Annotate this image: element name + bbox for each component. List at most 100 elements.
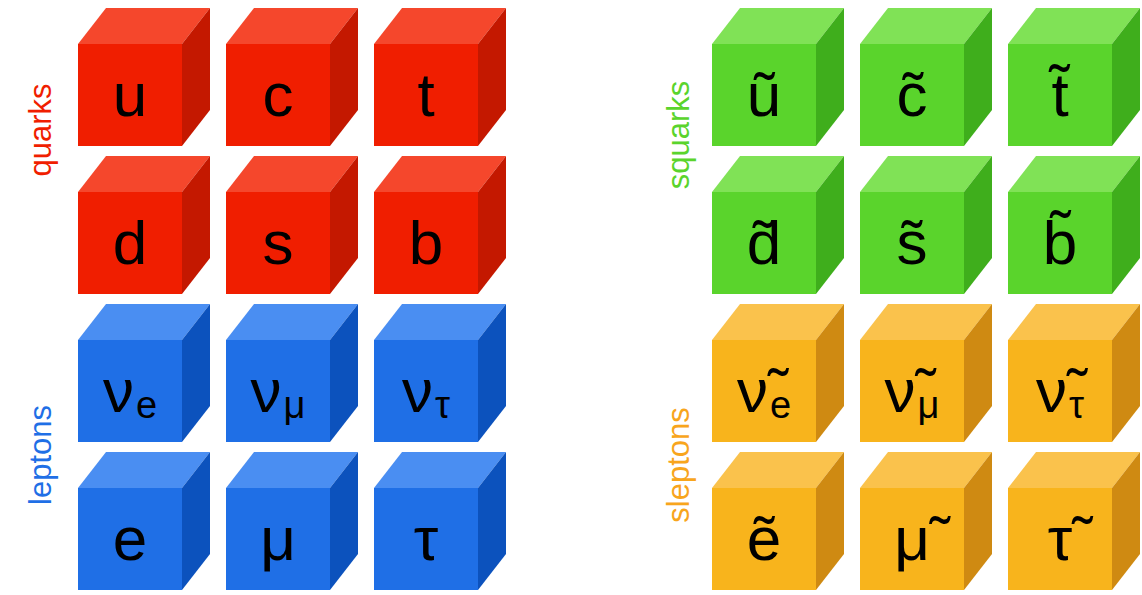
- particle-symbol: s: [263, 212, 294, 274]
- squark-cube: ũ: [712, 8, 844, 146]
- slepton-cube: ẽ: [712, 452, 844, 590]
- cube-face: [860, 44, 964, 146]
- particle-symbol: d̃: [747, 212, 781, 274]
- particle-symbol: b̃: [1043, 212, 1077, 274]
- particle-symbol: ν: [402, 360, 433, 422]
- cube-face: [860, 488, 964, 590]
- particle-symbol: ν: [251, 360, 282, 422]
- cube-face: [964, 304, 992, 442]
- cube-front: μ: [226, 488, 330, 590]
- cube-front: u: [78, 44, 182, 146]
- cube-front: ν̃e: [712, 340, 816, 442]
- group-label: leptons: [25, 405, 56, 505]
- flavour-subscript: e: [770, 386, 791, 424]
- lepton-cube: νμ: [226, 304, 358, 442]
- cube-front: d: [78, 192, 182, 294]
- particle-symbol: ν̃: [885, 360, 916, 422]
- particle-symbol: c̃: [897, 64, 928, 126]
- cube-face: [374, 44, 478, 146]
- cube-face: [374, 192, 478, 294]
- slepton-cube: ν̃τ: [1008, 304, 1140, 442]
- cube-face: [182, 156, 210, 294]
- flavour-subscript: μ: [284, 386, 306, 424]
- cube-front: d̃: [712, 192, 816, 294]
- cube-face: [226, 44, 330, 146]
- cube-shape: [374, 8, 506, 146]
- cube-face: [374, 340, 478, 442]
- cube-face: [182, 304, 210, 442]
- cube-front: t̃: [1008, 44, 1112, 146]
- particle-symbol: τ̃: [1048, 508, 1073, 570]
- cube-front: ẽ: [712, 488, 816, 590]
- particle-symbol: ν̃: [737, 360, 768, 422]
- cube-front: νμ: [226, 340, 330, 442]
- squark-cube: s̃: [860, 156, 992, 294]
- cube-front: s̃: [860, 192, 964, 294]
- cube-face: [712, 192, 816, 294]
- cube-face: [860, 340, 964, 442]
- flavour-subscript: τ: [1069, 386, 1084, 424]
- flavour-subscript: e: [136, 386, 157, 424]
- squark-cube: c̃: [860, 8, 992, 146]
- particle-symbol: s̃: [897, 212, 928, 274]
- cube-face: [1112, 452, 1140, 590]
- particle-symbol: t̃: [1051, 64, 1068, 126]
- cube-front: τ̃: [1008, 488, 1112, 590]
- lepton-cube: e: [78, 452, 210, 590]
- cube-face: [226, 488, 330, 590]
- quark-cube: b: [374, 156, 506, 294]
- cube-shape: [1008, 452, 1140, 590]
- flavour-subscript: τ: [435, 386, 450, 424]
- slepton-cube: μ̃: [860, 452, 992, 590]
- cube-front: ũ: [712, 44, 816, 146]
- lepton-cube: ντ: [374, 304, 506, 442]
- particle-symbol: ẽ: [747, 508, 781, 570]
- cube-face: [478, 156, 506, 294]
- particle-symbol: b: [409, 212, 443, 274]
- cube-face: [78, 340, 182, 442]
- slepton-cube: τ̃: [1008, 452, 1140, 590]
- particle-symbol: ũ: [747, 64, 781, 126]
- cube-face: [712, 488, 816, 590]
- quark-cube: u: [78, 8, 210, 146]
- cube-front: c̃: [860, 44, 964, 146]
- cube-face: [182, 8, 210, 146]
- cube-front: c: [226, 44, 330, 146]
- cube-front: ντ: [374, 340, 478, 442]
- squark-cube: b̃: [1008, 156, 1140, 294]
- group-label: squarks: [663, 81, 694, 190]
- particle-symbol: u: [113, 64, 147, 126]
- cube-front: ν̃τ: [1008, 340, 1112, 442]
- cube-face: [1112, 304, 1140, 442]
- quark-cube: t: [374, 8, 506, 146]
- particle-symbol: d: [113, 212, 147, 274]
- particle-symbol: ν̃: [1036, 360, 1067, 422]
- cube-face: [226, 192, 330, 294]
- flavour-subscript: μ: [918, 386, 940, 424]
- particle-symbol: μ: [260, 508, 296, 570]
- cube-front: e: [78, 488, 182, 590]
- lepton-cube: νe: [78, 304, 210, 442]
- cube-face: [964, 8, 992, 146]
- particle-symbol: τ: [414, 508, 439, 570]
- particle-symbol: c: [263, 64, 294, 126]
- cube-front: b: [374, 192, 478, 294]
- cube-face: [1008, 192, 1112, 294]
- cube-face: [860, 192, 964, 294]
- particle-symbol: t: [417, 64, 434, 126]
- cube-face: [816, 452, 844, 590]
- cube-face: [1112, 156, 1140, 294]
- cube-face: [226, 340, 330, 442]
- cube-front: μ̃: [860, 488, 964, 590]
- cube-front: νe: [78, 340, 182, 442]
- slepton-cube: ν̃μ: [860, 304, 992, 442]
- cube-face: [330, 304, 358, 442]
- cube-face: [330, 8, 358, 146]
- cube-face: [478, 8, 506, 146]
- group-label: quarks: [25, 83, 56, 176]
- cube-face: [330, 452, 358, 590]
- particle-symbol: e: [113, 508, 147, 570]
- cube-face: [78, 192, 182, 294]
- cube-face: [712, 44, 816, 146]
- cube-face: [478, 452, 506, 590]
